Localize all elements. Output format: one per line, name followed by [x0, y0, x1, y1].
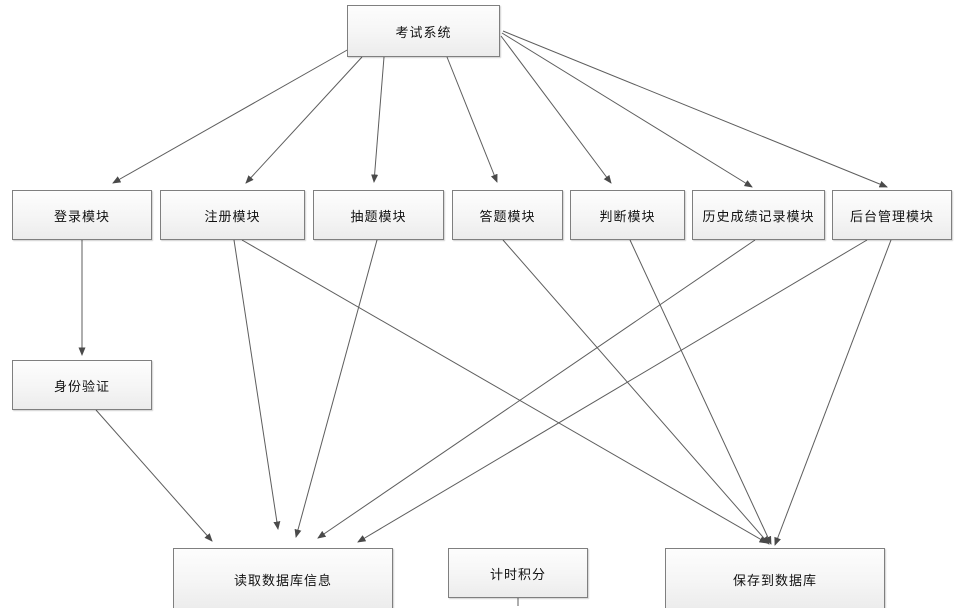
- node-admin: 后台管理模块: [832, 190, 952, 240]
- node-register: 注册模块: [160, 190, 305, 240]
- node-label: 保存到数据库: [732, 572, 817, 588]
- node-label: 注册模块: [204, 208, 261, 224]
- edge-register-to-read-db: [233, 239, 281, 530]
- node-label: 登录模块: [53, 208, 110, 224]
- node-draw: 抽题模块: [313, 190, 444, 240]
- edge-exam-system-to-register: [245, 56, 363, 184]
- node-label: 身份验证: [53, 378, 110, 394]
- edge-history-to-read-db: [317, 239, 756, 539]
- edge-exam-system-to-draw: [371, 56, 385, 183]
- edge-exam-system-to-admin: [502, 30, 888, 188]
- node-label: 抽题模块: [350, 208, 407, 224]
- edge-exam-system-to-login: [112, 48, 350, 184]
- node-read-db: 读取数据库信息: [173, 548, 393, 608]
- node-save-db: 保存到数据库: [665, 548, 885, 608]
- edge-judge-to-save-db: [629, 239, 772, 545]
- node-login: 登录模块: [12, 190, 152, 240]
- edge-draw-to-read-db: [294, 239, 378, 538]
- node-history: 历史成绩记录模块: [692, 190, 825, 240]
- node-label: 计时积分: [489, 566, 546, 582]
- node-label: 后台管理模块: [849, 208, 934, 224]
- edge-exam-system-to-history: [501, 32, 753, 188]
- edge-answer-to-save-db: [502, 239, 770, 545]
- node-exam-system: 考试系统: [347, 5, 500, 57]
- edge-exam-system-to-judge: [500, 35, 612, 184]
- node-label: 考试系统: [395, 24, 452, 40]
- node-label: 读取数据库信息: [233, 572, 332, 588]
- node-identity: 身份验证: [12, 360, 152, 410]
- node-judge: 判断模块: [570, 190, 685, 240]
- edge-identity-to-read-db: [95, 409, 213, 542]
- node-timer: 计时积分: [448, 548, 588, 598]
- node-answer: 答题模块: [452, 190, 563, 240]
- edge-admin-to-save-db: [774, 239, 892, 546]
- node-label: 判断模块: [599, 208, 656, 224]
- node-label: 答题模块: [479, 208, 536, 224]
- node-label: 历史成绩记录模块: [702, 208, 815, 224]
- edge-exam-system-to-answer: [446, 56, 498, 183]
- edge-admin-to-read-db: [357, 239, 868, 543]
- edge-register-to-save-db: [241, 239, 768, 544]
